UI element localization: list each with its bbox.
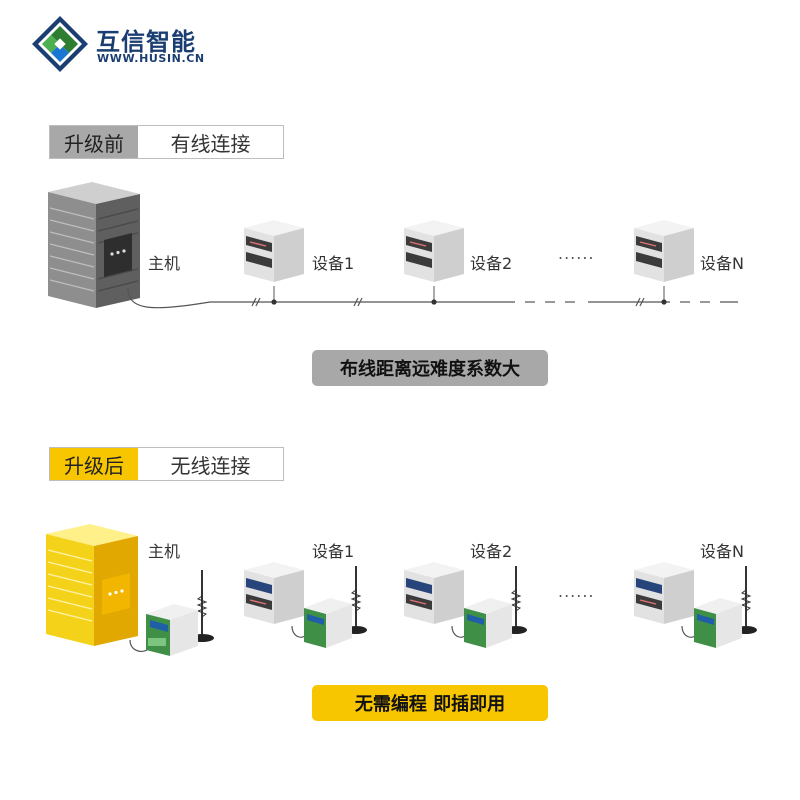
device-box-color-icon bbox=[244, 562, 304, 624]
before-tag: 升级前 有线连接 bbox=[49, 125, 284, 159]
wired-bus-cable bbox=[127, 286, 738, 309]
wireless-module-icon bbox=[291, 566, 367, 648]
wireless-module-icon bbox=[129, 570, 214, 656]
after-tag-key: 升级后 bbox=[50, 448, 138, 480]
device-box-color-icon bbox=[404, 562, 464, 624]
after-note-badge: 无需编程 即插即用 bbox=[312, 685, 548, 721]
device-box-icon bbox=[404, 220, 464, 282]
after-device-n-label: 设备N bbox=[700, 542, 744, 561]
after-device-1-label: 设备1 bbox=[312, 542, 355, 561]
before-ellipsis: ...... bbox=[558, 244, 595, 263]
device-box-icon bbox=[634, 220, 694, 282]
husin-logo-icon bbox=[32, 16, 88, 72]
after-device-2-label: 设备2 bbox=[470, 542, 513, 561]
before-note-badge: 布线距离远难度系数大 bbox=[312, 350, 548, 386]
wireless-module-icon bbox=[451, 566, 527, 648]
device-box-color-icon bbox=[634, 562, 694, 624]
before-device-n-label: 设备N bbox=[700, 254, 744, 273]
after-tag: 升级后 无线连接 bbox=[49, 447, 284, 481]
host-server-yellow-icon bbox=[46, 524, 138, 646]
after-mode-label: 无线连接 bbox=[170, 453, 251, 478]
after-host-label: 主机 bbox=[148, 542, 181, 561]
brand-url: WWW.HUSIN.CN bbox=[97, 52, 205, 65]
before-device-2-label: 设备2 bbox=[470, 254, 513, 273]
device-box-icon bbox=[244, 220, 304, 282]
after-ellipsis: ...... bbox=[558, 582, 595, 601]
host-server-gray-icon bbox=[48, 182, 140, 308]
before-tag-key: 升级前 bbox=[50, 126, 138, 158]
before-host-label: 主机 bbox=[148, 254, 181, 273]
before-mode-label: 有线连接 bbox=[170, 131, 251, 156]
brand-name: 互信智能 bbox=[96, 28, 196, 56]
before-device-1-label: 设备1 bbox=[312, 254, 355, 273]
wireless-module-icon bbox=[681, 566, 757, 648]
